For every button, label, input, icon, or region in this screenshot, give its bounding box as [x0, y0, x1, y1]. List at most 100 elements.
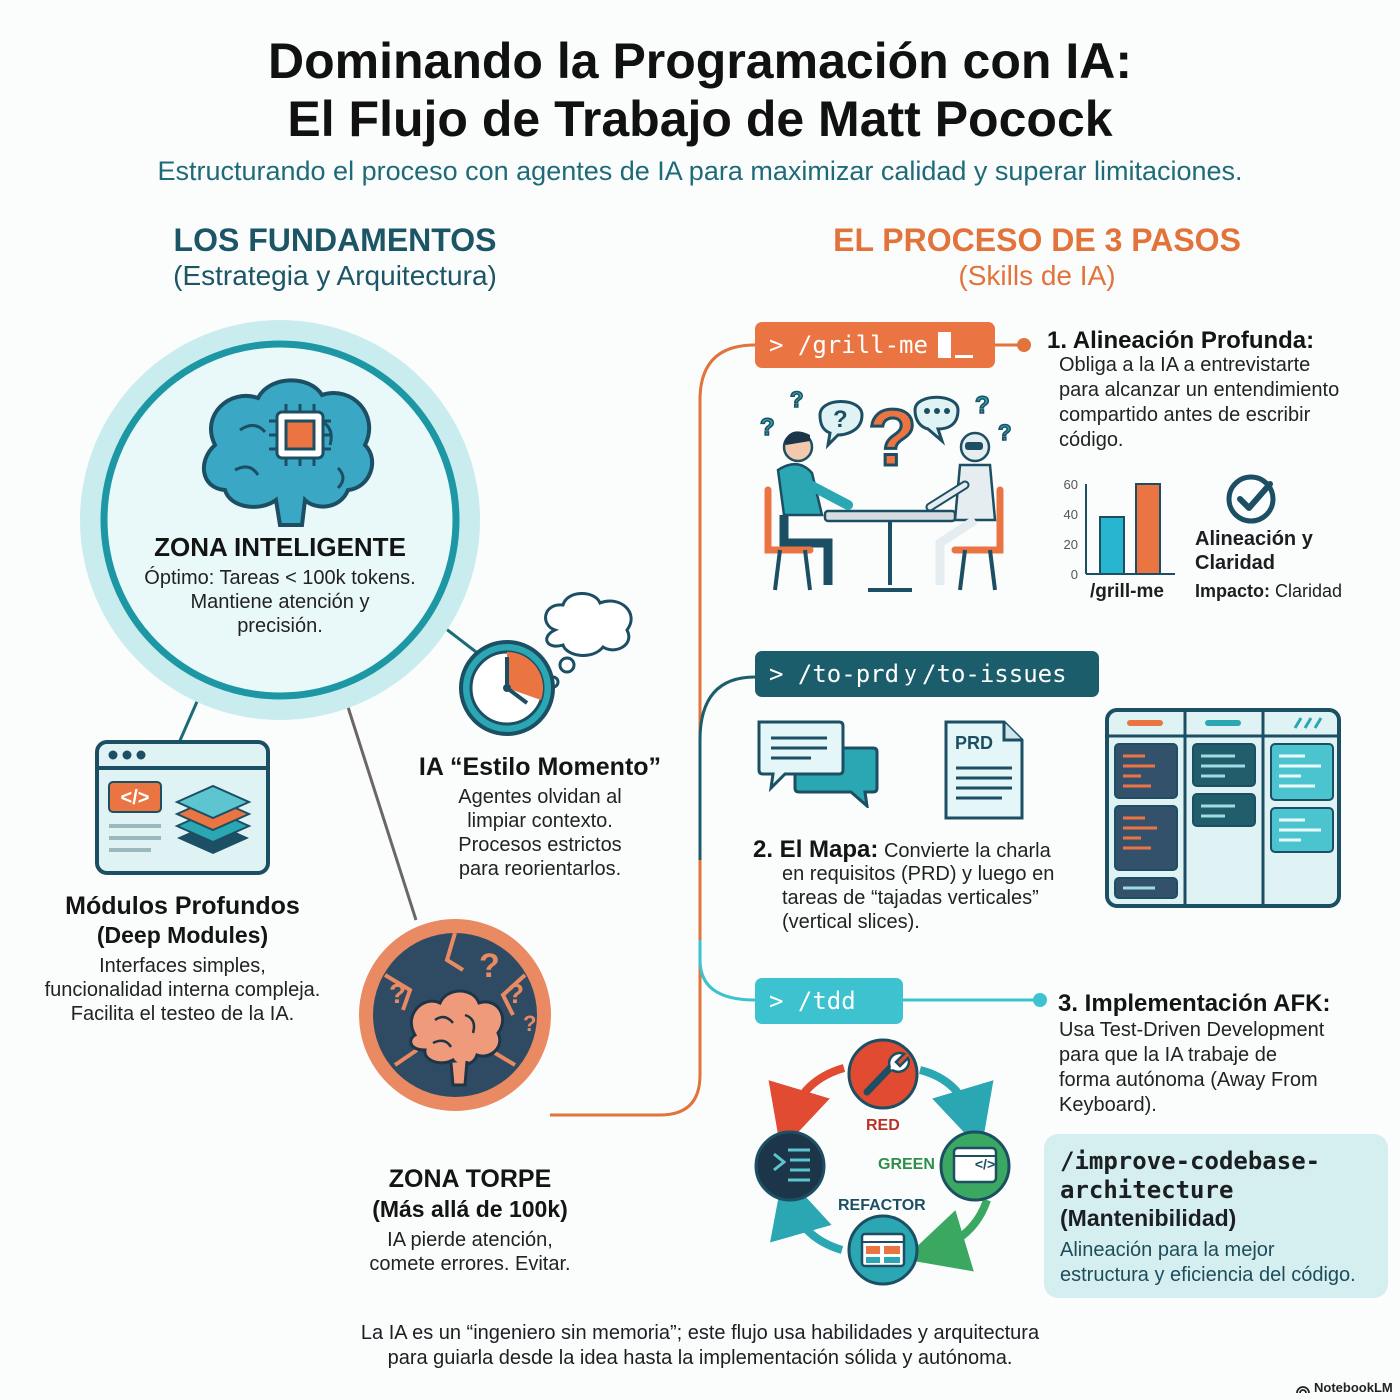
page-title-line1: Dominando la Programación con IA: [268, 33, 1132, 89]
svg-text:?: ? [479, 947, 500, 985]
chart-ytick-0: 0 [1071, 567, 1078, 582]
step2-line1: Convierte la charla [883, 840, 1051, 862]
left-subheading: (Estrategia y Arquitectura) [173, 260, 497, 291]
to-prd-text: > /to-prd [769, 660, 900, 688]
notebooklm-brand: NotebookLM [1296, 1380, 1393, 1395]
to-issues-text: /to-issues [922, 660, 1067, 688]
footer-line1: La IA es un “ingeniero sin memoria”; est… [360, 1322, 1040, 1344]
left-heading: LOS FUNDAMENTOS [173, 222, 497, 258]
impact-value: Claridad [1275, 581, 1343, 601]
svg-text:?: ? [760, 414, 775, 441]
wrench-icon [847, 1038, 919, 1110]
cursor-block [937, 332, 951, 358]
modules-line2: funcionalidad interna compleja. [44, 979, 321, 1001]
dumb-zone-circle: ? ? ? ? [359, 919, 551, 1111]
chart-bar-0 [1099, 516, 1125, 575]
step3-line1: Usa Test-Driven Development [1059, 1019, 1325, 1041]
cycle-refactor-label: REFACTOR [838, 1197, 926, 1214]
dumb-zone-title: ZONA TORPE [388, 1165, 552, 1193]
person-icon [764, 431, 853, 591]
step2-title: 2. El Mapa: [753, 836, 879, 863]
tdd-command-text: > /tdd [769, 987, 856, 1015]
chat-bubbles-icon [757, 720, 879, 808]
layers-icon [174, 784, 252, 854]
step3-line4: Keyboard). [1059, 1094, 1157, 1116]
check-circle-icon [1226, 474, 1276, 524]
kanban-board-icon [1105, 708, 1341, 908]
step1-line4: código. [1059, 429, 1124, 451]
improve-box [1044, 1134, 1388, 1298]
svg-text:?: ? [389, 978, 406, 1009]
modules-subtitle: (Deep Modules) [96, 922, 269, 948]
step2-line1-wrap: 2. El Mapa: Convierte la charla [753, 836, 1083, 864]
right-subheading: (Skills de IA) [958, 260, 1116, 291]
chart-ytick-2: 40 [1064, 507, 1078, 522]
step1-line3: compartido antes de escribir [1059, 404, 1311, 426]
svg-text:?: ? [868, 393, 917, 482]
improve-command-line1: /improve-codebase- [1060, 1147, 1321, 1175]
tdd-cycle-diagram [754, 1038, 1011, 1286]
step2-line2: en requisitos (PRD) y luego en [782, 863, 1055, 885]
footer-line2: para guiarla desde la idea hasta la impl… [387, 1347, 1013, 1369]
improve-subtitle: (Mantenibilidad) [1060, 1205, 1237, 1231]
svg-text:?: ? [523, 1011, 536, 1036]
smart-zone-line2: Mantiene atención y [190, 591, 370, 613]
brain-chip-icon [201, 378, 375, 527]
moment-line3: Procesos estrictos [458, 834, 622, 856]
modules-line3: Facilita el testeo de la IA. [70, 1003, 295, 1025]
code-window-glyph: </> [974, 1156, 996, 1172]
impact-key: Impacto: [1195, 581, 1271, 601]
dumb-zone-line2: comete errores. Evitar. [369, 1253, 571, 1275]
to-prd-command: > /to-prd y /to-issues [755, 651, 1099, 697]
cycle-green-label: GREEN [878, 1156, 935, 1173]
confused-brain-icon [409, 989, 505, 1087]
page-title-line2: El Flujo de Trabajo de Matt Pocock [287, 91, 1113, 147]
step2-line4: (vertical slices). [782, 911, 920, 933]
step3-line3: forma autónoma (Away From [1059, 1069, 1318, 1091]
result-label-2: Claridad [1195, 552, 1276, 574]
chart-bar-1 [1135, 483, 1161, 575]
interview-illustration: ? ? ? ? ? ? [759, 386, 1012, 592]
chart-category-label: /grill-me [1090, 581, 1164, 602]
moment-line4: para reorientarlos. [458, 858, 622, 880]
clock-thought-icon [459, 592, 633, 736]
improve-line1: Alineación para la mejor [1060, 1239, 1275, 1261]
svg-text:?: ? [975, 392, 990, 419]
smart-zone-line3: precisión. [237, 615, 323, 637]
robot-icon [925, 431, 1004, 591]
question-marks-icon: ? ? ? ? [389, 947, 536, 1036]
cursor-underscore [954, 354, 973, 358]
step1-line2: para alcanzar un entendimiento [1059, 379, 1340, 401]
impact-line: Impacto: Claridad [1195, 581, 1342, 602]
layout-window-icon [847, 1214, 919, 1286]
improve-line2: estructura y eficiencia del código. [1060, 1264, 1356, 1286]
smart-zone-title: ZONA INTELIGENTE [154, 532, 406, 562]
right-heading: EL PROCESO DE 3 PASOS [833, 222, 1241, 258]
page-subtitle: Estructurando el proceso con agentes de … [157, 156, 1243, 186]
step1-title: 1. Alineación Profunda: [1047, 327, 1315, 354]
notebooklm-logo-icon [1296, 1385, 1310, 1393]
svg-text:?: ? [790, 387, 803, 412]
terminal-list-icon [754, 1130, 826, 1202]
thought-cloud-icon [544, 592, 633, 689]
result-label-1: Alineación y [1195, 528, 1313, 550]
deep-modules-window-icon [95, 740, 270, 875]
improve-command-line2: architecture [1060, 1176, 1234, 1204]
moment-line2: limpiar contexto. [467, 810, 613, 832]
to-prd-connector: y [905, 661, 917, 686]
chart-ytick-3: 60 [1064, 477, 1078, 492]
step2-line3: tareas de “tajadas verticales” [782, 887, 1039, 909]
code-window-icon [939, 1130, 1011, 1202]
modules-line1: Interfaces simples, [99, 955, 266, 977]
smart-zone-circle [80, 320, 480, 720]
grill-me-command: > /grill-me [755, 322, 995, 368]
smart-zone-line1: Óptimo: Tareas < 100k tokens. [144, 567, 416, 589]
step1-line1: Obliga a la IA a entrevistarte [1059, 354, 1311, 376]
moment-line1: Agentes olvidan al [458, 786, 622, 808]
tdd-command: > /tdd [755, 978, 903, 1024]
moment-title: IA “Estilo Momento” [418, 753, 662, 781]
prd-document-icon [944, 720, 1024, 820]
chart-ytick-1: 20 [1064, 537, 1078, 552]
dumb-zone-subtitle: (Más allá de 100k) [372, 1196, 568, 1222]
